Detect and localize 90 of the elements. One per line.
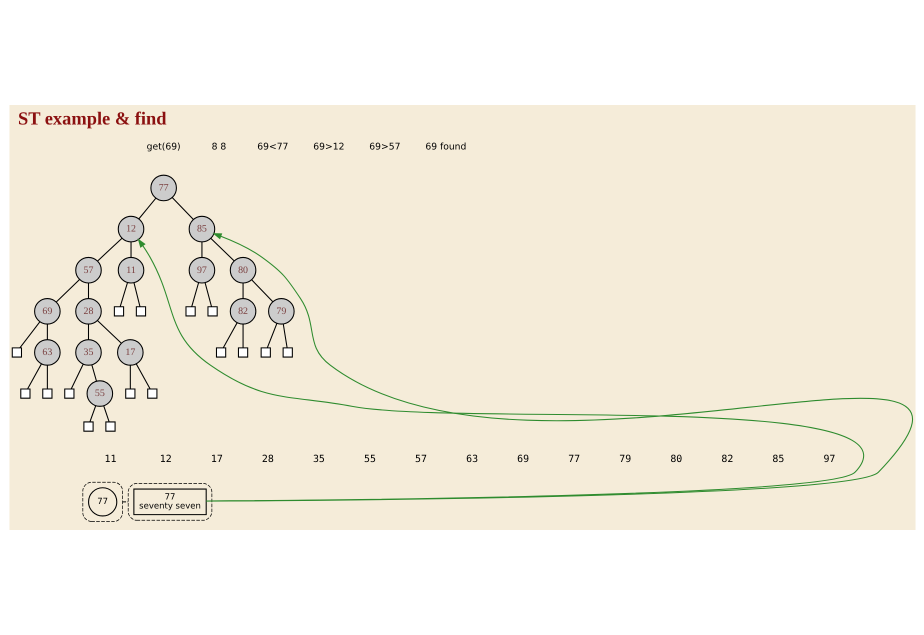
connector [242, 283, 244, 299]
connector [55, 279, 80, 302]
cluster [82, 482, 122, 522]
node-box [184, 306, 196, 316]
node-circle: 77 [88, 487, 117, 516]
label: 77 [568, 454, 580, 466]
node-box [11, 347, 22, 358]
connector [122, 501, 128, 502]
connector [242, 324, 244, 348]
node-circle: 11 [117, 256, 144, 284]
label: 80 [670, 454, 682, 466]
node-box [135, 306, 146, 316]
connector [26, 364, 42, 390]
node-box [42, 388, 52, 399]
connector [90, 364, 96, 382]
node-circle: 97 [188, 256, 215, 284]
node-circle: 85 [188, 216, 215, 242]
node-circle: 17 [116, 339, 144, 366]
label: 55 [364, 454, 376, 466]
node-box [215, 347, 226, 358]
node-box [237, 347, 248, 358]
connector [266, 323, 277, 348]
label: 69>12 [312, 141, 344, 152]
node-box [82, 421, 94, 432]
node-circle: 82 [229, 298, 256, 325]
label: 69 found [424, 141, 466, 152]
connector [130, 242, 132, 258]
label: 69>57 [368, 141, 400, 152]
connector [88, 406, 96, 422]
connector [19, 322, 40, 348]
arrow [206, 233, 910, 502]
label: 28 [261, 454, 274, 466]
node-box [64, 388, 74, 399]
node-circle: 77 [150, 174, 176, 202]
node-circle: 35 [74, 339, 102, 366]
node-circle: 79 [268, 298, 294, 325]
node-circle: 28 [74, 298, 102, 325]
connector [210, 238, 234, 262]
connector [250, 280, 273, 302]
connector [46, 324, 48, 340]
label: 35 [312, 454, 324, 466]
node-box [146, 388, 157, 399]
node-box [20, 388, 30, 399]
connector [119, 282, 128, 307]
node-box [260, 347, 270, 358]
node-box [104, 421, 116, 432]
connector [70, 364, 84, 390]
cluster [127, 483, 212, 521]
connector [171, 197, 194, 220]
label: 79 [618, 454, 631, 466]
diagram-title: ST example & find [17, 108, 166, 129]
label: 11 [104, 454, 116, 466]
label: 69<77 [256, 141, 288, 152]
label: 82 [720, 454, 733, 466]
arrow [137, 238, 864, 502]
connector [87, 283, 89, 299]
label: 63 [466, 454, 478, 466]
label: 97 [822, 454, 835, 466]
node-circle: 57 [74, 256, 102, 284]
node-box [113, 306, 124, 316]
connector [282, 324, 288, 348]
connector [96, 238, 122, 262]
connector [87, 324, 89, 340]
node-circle: 80 [229, 256, 256, 284]
connector [46, 365, 48, 389]
connector [96, 320, 122, 344]
node-box: 77 seventy seven [132, 488, 206, 516]
node-circle: 55 [86, 380, 113, 407]
label: 85 [772, 454, 784, 466]
node-circle: 63 [34, 339, 60, 366]
label: get(69) [146, 141, 180, 152]
label: 69 [516, 454, 529, 466]
connector [204, 282, 212, 307]
node-box [282, 347, 292, 358]
label: 17 [210, 454, 222, 466]
connector [190, 282, 199, 307]
node-box [206, 306, 218, 316]
connector [133, 282, 140, 307]
node-box [124, 388, 135, 399]
node-circle: 12 [117, 216, 144, 242]
node-circle: 69 [34, 298, 60, 325]
label: 8 8 [211, 141, 226, 152]
connector [129, 365, 130, 389]
connector [135, 364, 150, 390]
connector [222, 322, 238, 348]
connector [102, 406, 110, 422]
connector [200, 242, 202, 258]
connector [138, 198, 156, 220]
label: 12 [159, 454, 172, 466]
label: 57 [414, 454, 427, 466]
